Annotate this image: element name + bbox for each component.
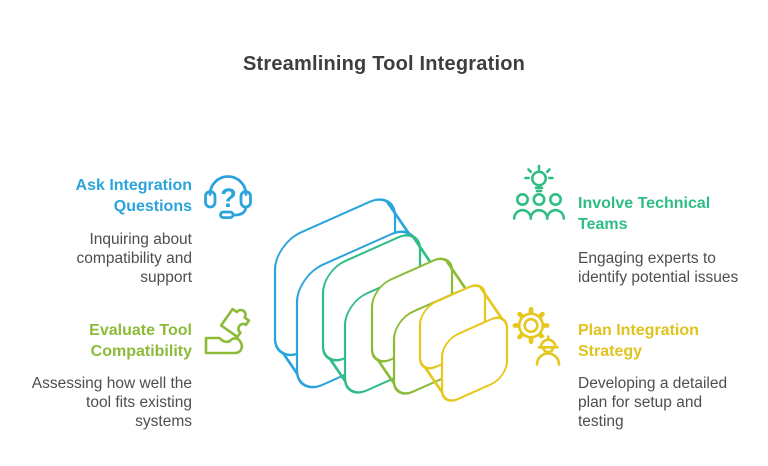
section-description: Engaging experts to identify potential i… — [578, 250, 739, 286]
section-heading: Involve Technical Teams — [578, 195, 711, 233]
section-heading: Plan Integration Strategy — [578, 322, 699, 360]
page-title: Streamlining Tool Integration — [242, 53, 526, 75]
puzzle-hand-icon — [199, 307, 256, 367]
section-heading: Evaluate Tool Compatibility — [89, 322, 192, 360]
section-ask-integration-questions: Ask Integration Questions Inquiring abou… — [18, 176, 192, 287]
section-plan-integration-strategy: Plan Integration Strategy Developing a d… — [578, 321, 764, 431]
section-description: Developing a detailed plan for setup and… — [578, 375, 728, 430]
layer-4-yellow — [418, 284, 509, 402]
layer-3-olive — [370, 257, 476, 395]
question-mark-glyph: ? — [220, 183, 237, 213]
headset-question-icon: ? — [200, 164, 256, 224]
gear-engineer-icon — [511, 306, 567, 368]
lightbulb-team-icon — [511, 162, 568, 224]
section-heading: Ask Integration Questions — [75, 177, 192, 215]
section-involve-technical-teams: Involve Technical Teams Engaging experts… — [578, 194, 764, 287]
section-description: Inquiring about compatibility and suppor… — [76, 231, 192, 286]
layer-1-blue — [273, 198, 419, 389]
section-description: Assessing how well the tool fits existin… — [31, 375, 192, 430]
section-evaluate-tool-compatibility: Evaluate Tool Compatibility Assessing ho… — [18, 321, 192, 431]
layer-2-green — [321, 234, 444, 394]
